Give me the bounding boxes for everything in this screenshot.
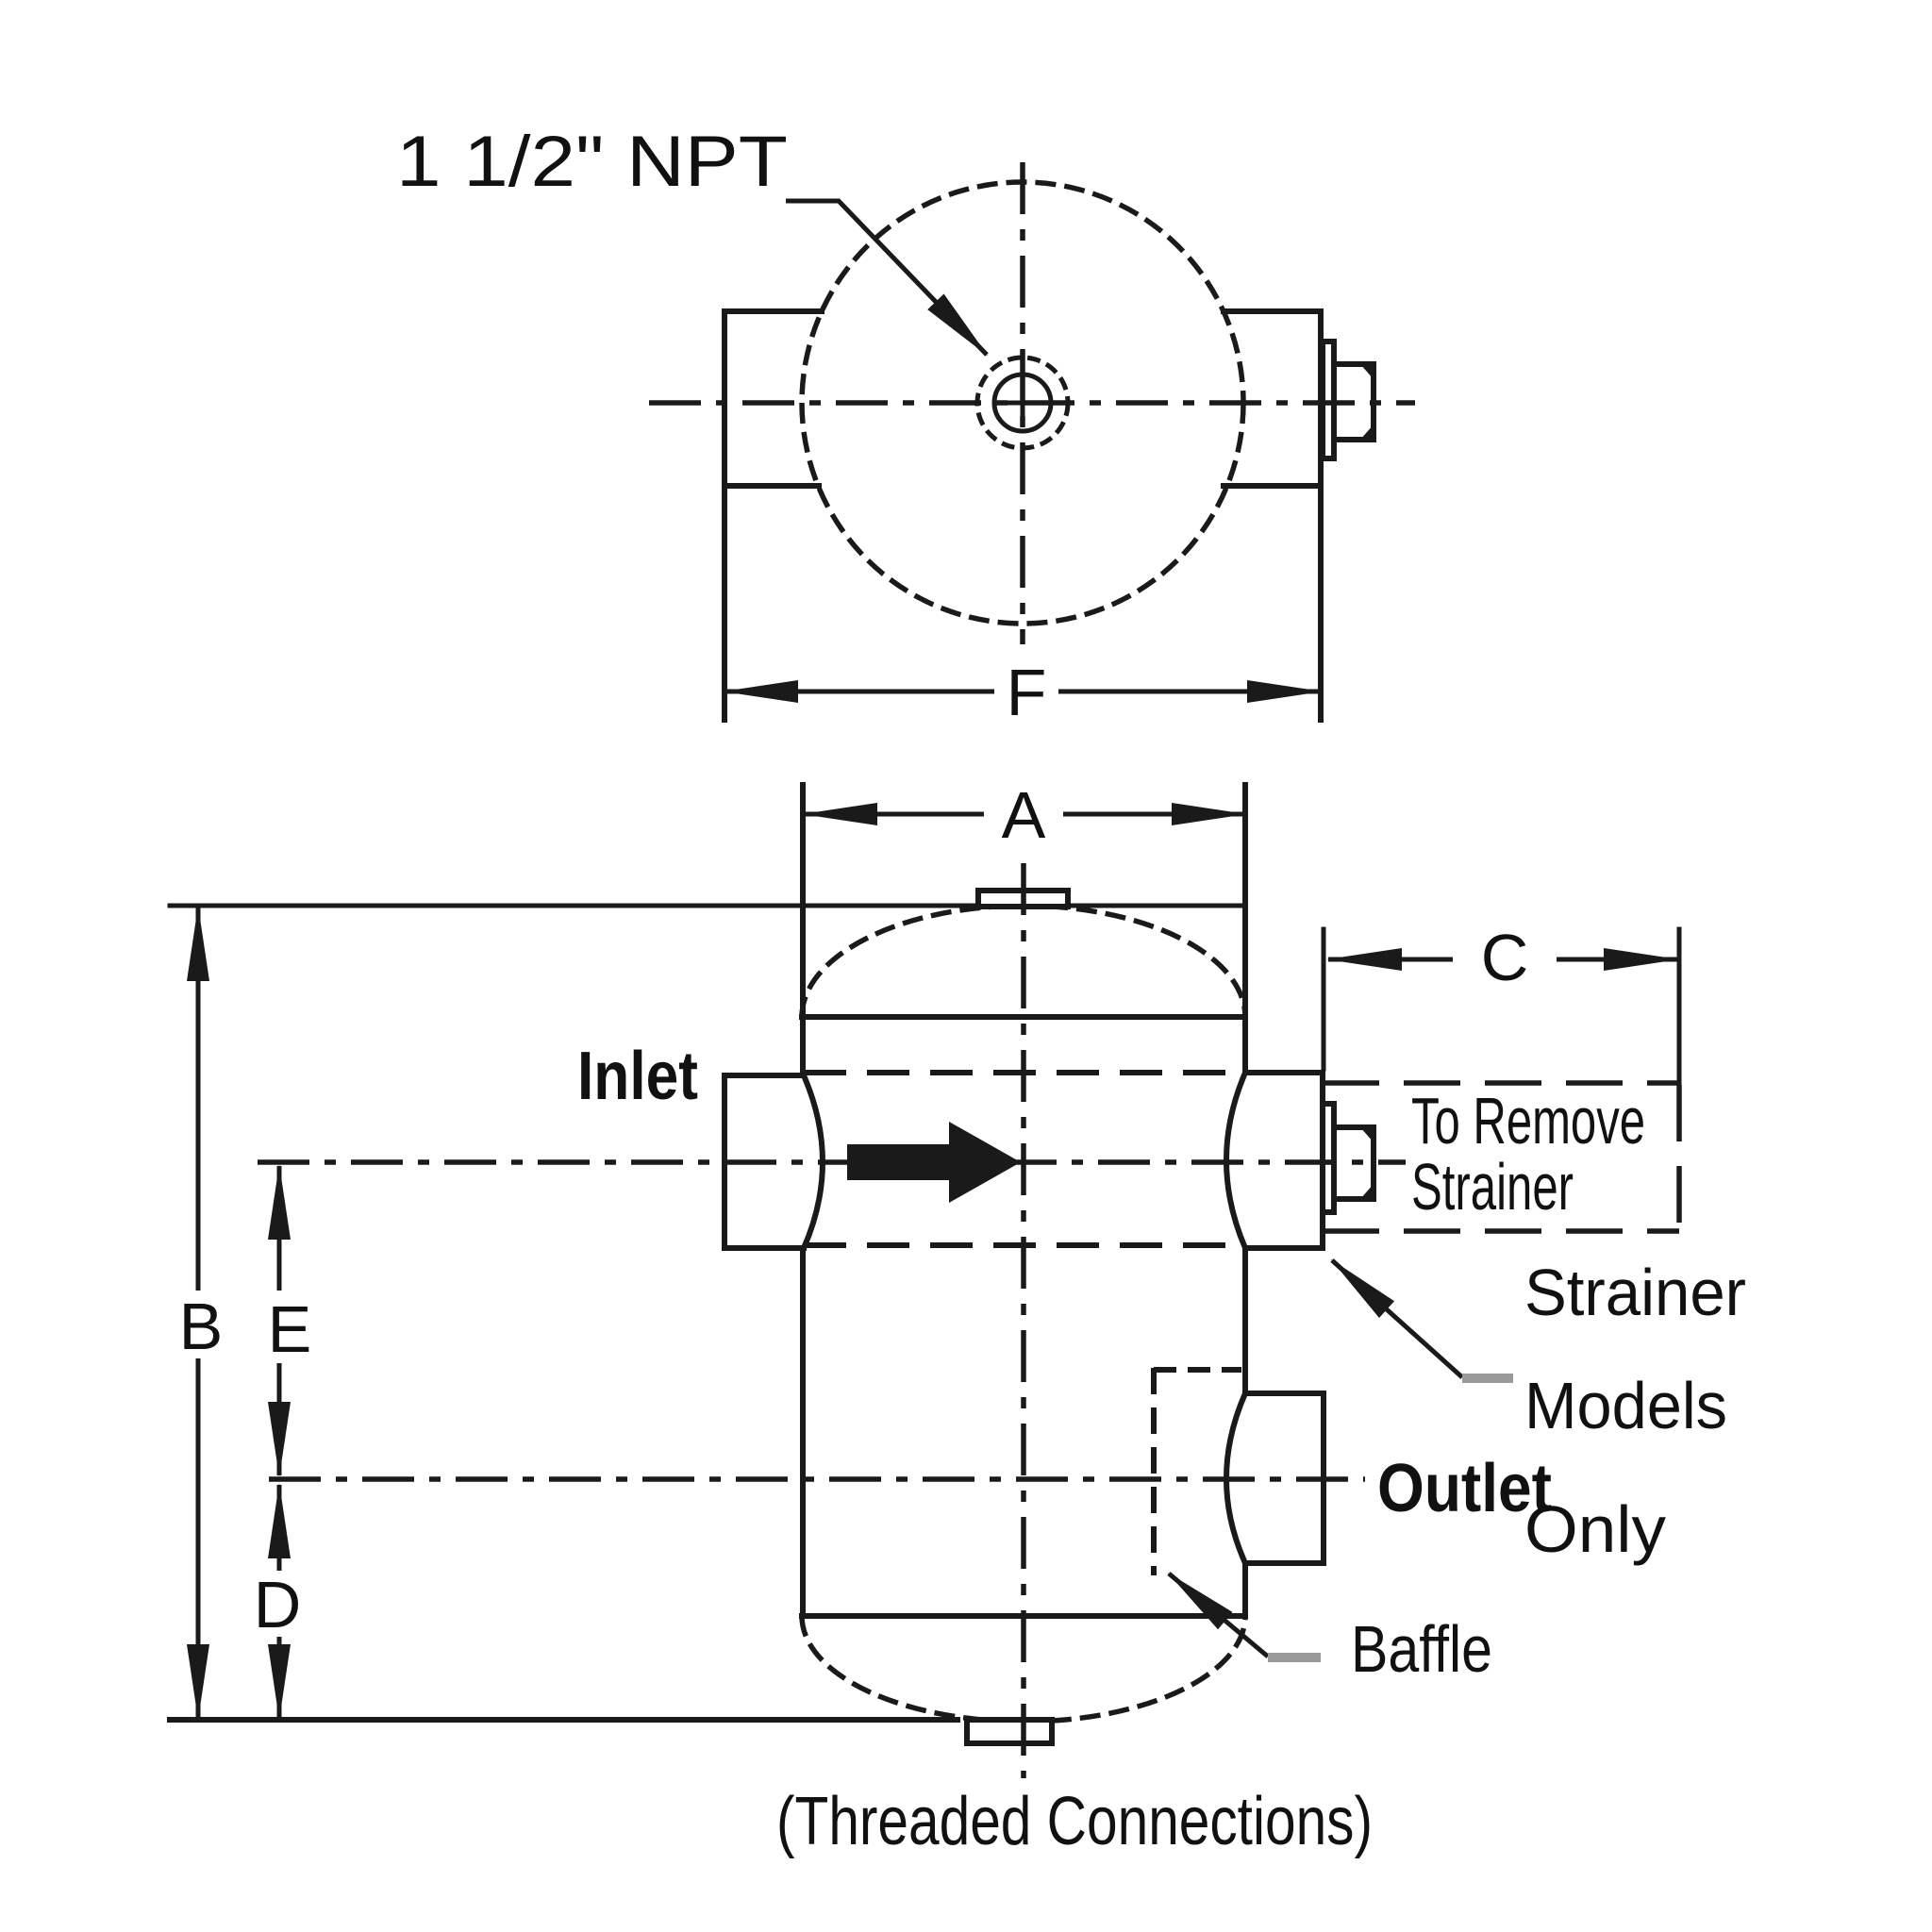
strainer-block-top-view xyxy=(1221,308,1376,723)
npt-port-label: 1 1/2" NPT xyxy=(396,122,788,202)
dimension-d: D xyxy=(254,1483,302,1720)
remove-strainer-note-line2: Strainer xyxy=(1411,1150,1574,1224)
dimension-c: C xyxy=(1321,921,1679,1072)
dim-label-a: A xyxy=(1002,778,1046,852)
strainer-models-note-line1: Strainer xyxy=(1524,1256,1746,1329)
dim-label-b: B xyxy=(179,1290,224,1363)
dimension-f: F xyxy=(723,656,1323,729)
outlet-label: Outlet xyxy=(1377,1451,1552,1526)
dim-label-d: D xyxy=(254,1568,302,1641)
top-view: F 1 1/2" NPT xyxy=(396,122,1415,729)
inlet-block-top-view xyxy=(722,308,824,723)
npt-leader-arrow xyxy=(786,198,989,357)
dimension-b: B xyxy=(179,906,224,1720)
dimension-e: E xyxy=(268,1164,312,1477)
strainer-models-note-line3: Only xyxy=(1524,1492,1666,1566)
remove-strainer-note-line1: To Remove xyxy=(1411,1084,1645,1158)
baffle-label: Baffle xyxy=(1351,1612,1492,1686)
inlet-label: Inlet xyxy=(577,1039,698,1114)
strainer-leader-arrow xyxy=(1330,1258,1464,1379)
dim-label-c: C xyxy=(1481,921,1529,994)
dim-label-e: E xyxy=(268,1292,312,1366)
strainer-models-note-line2: Models xyxy=(1524,1369,1727,1442)
front-view: A C B E D xyxy=(167,778,1746,1859)
strainer-removal-envelope xyxy=(1323,926,1682,1234)
dimension-a: A xyxy=(802,778,1247,852)
bottom-drain-boss xyxy=(964,1717,1055,1746)
threaded-connections-caption: (Threaded Connections) xyxy=(776,1784,1373,1859)
dim-label-f: F xyxy=(1007,656,1047,729)
vessel-shell xyxy=(799,782,1248,1619)
baffle-leader-arrow xyxy=(1167,1572,1270,1658)
flow-direction-arrow xyxy=(847,1122,1021,1203)
